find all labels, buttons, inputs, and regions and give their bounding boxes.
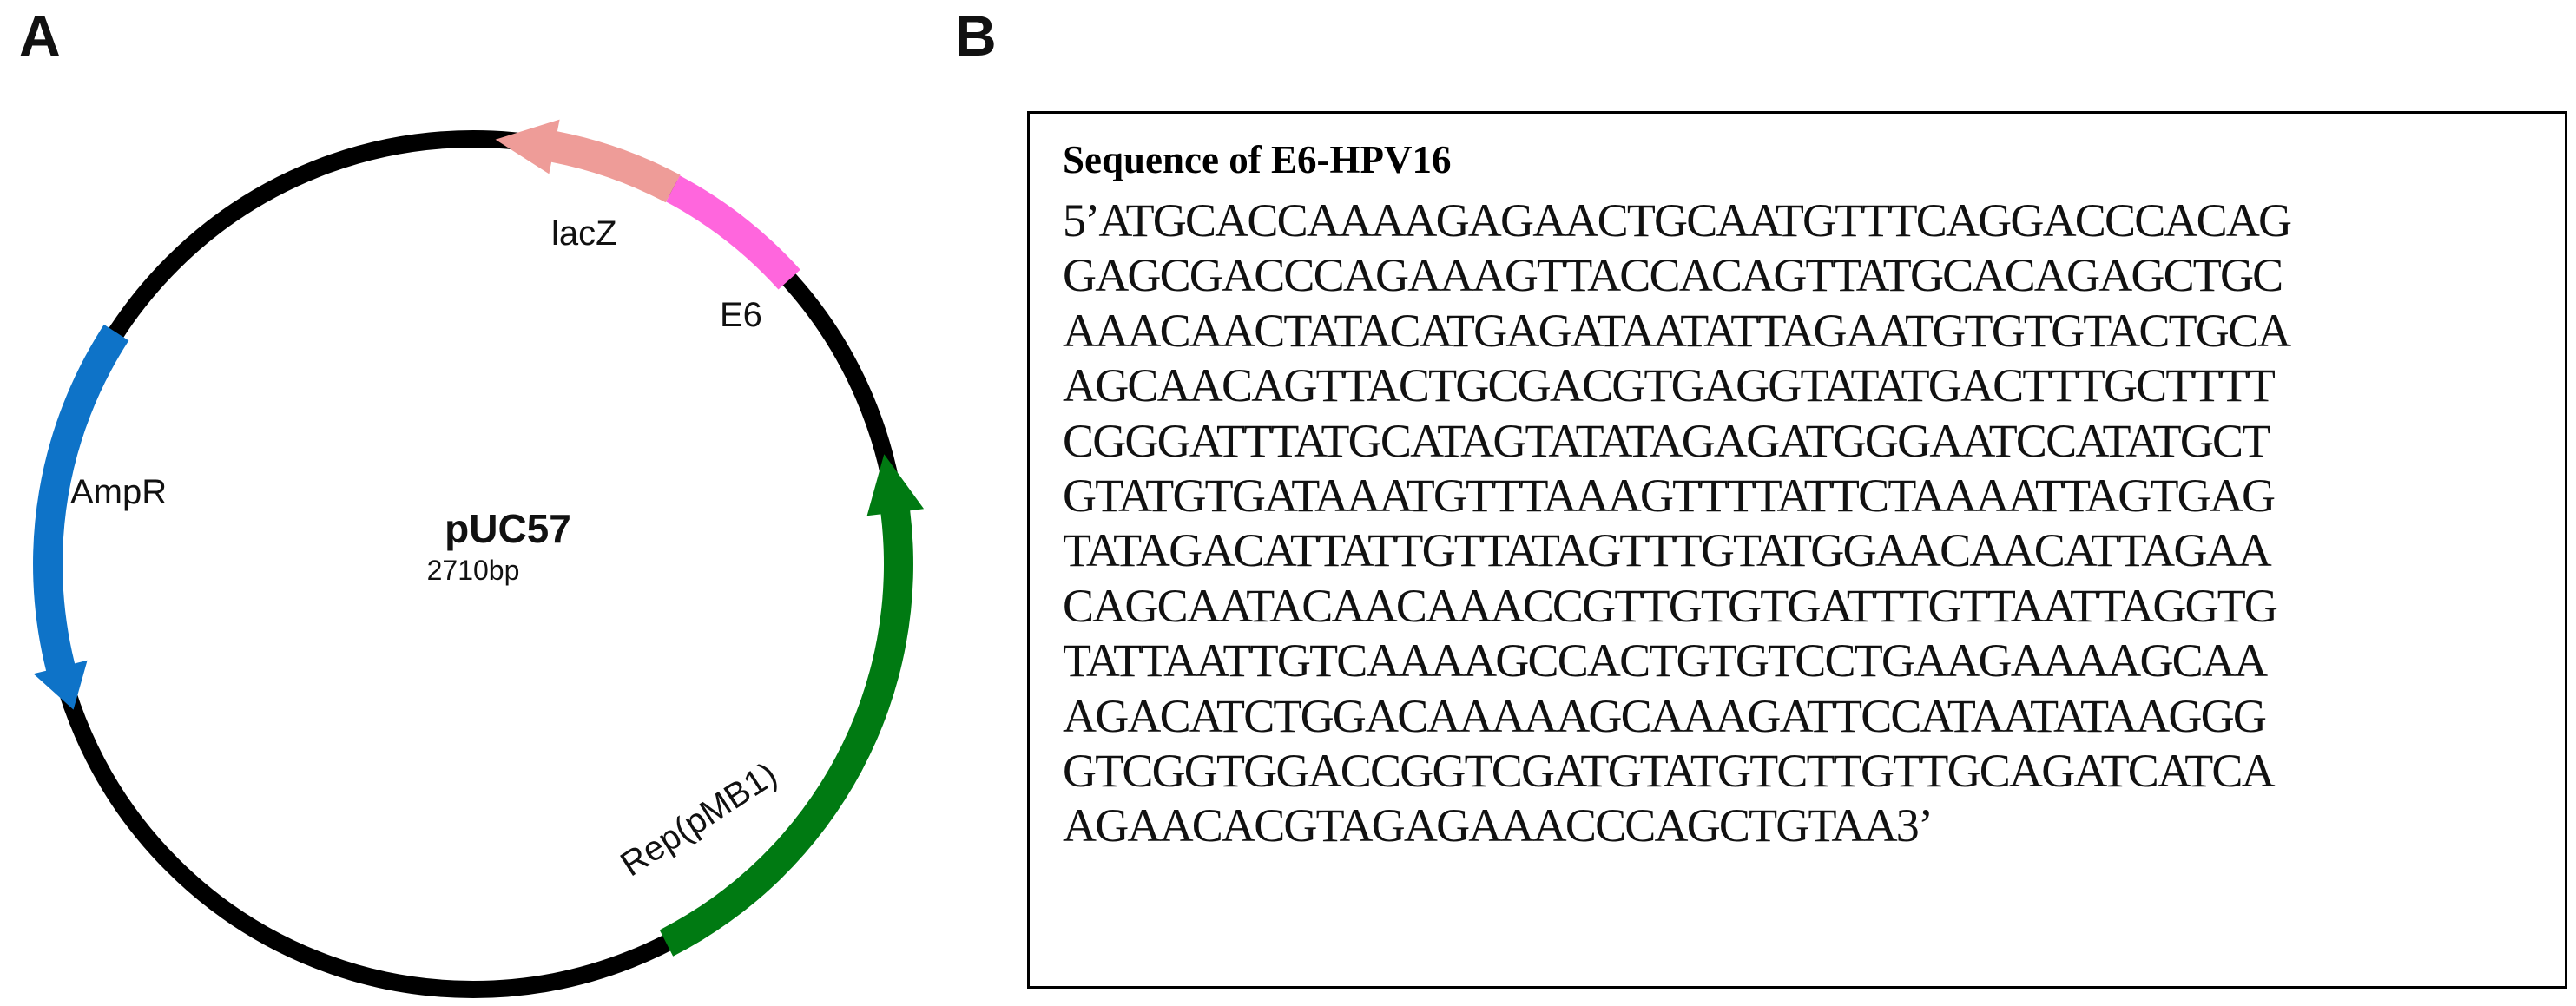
plasmid-map: pUC57 2710bp lacZ E6 AmpR Rep(pMB1) [33, 119, 925, 998]
sequence-line: GTCGGTGGACCGGTCGATGTATGTCTTGTTGCAGATCATC… [1063, 744, 2276, 797]
ampr-label: AmpR [70, 473, 167, 511]
rep-arrow [659, 454, 925, 957]
plasmid-size: 2710bp [427, 555, 520, 586]
e6-label: E6 [720, 296, 762, 334]
lacz-arrow [495, 119, 681, 203]
sequence-line: GTATGTGATAAATGTTTAAAGTTTTATTCTAAAATTAGTG… [1063, 469, 2276, 522]
sequence-line: CAGCAATACAACAAACCGTTGTGTGATTTGTTAATTAGGT… [1063, 579, 2278, 632]
sequence-text: 5’ATGCACCAAAAGAGAACTGCAATGTTTCAGGACCCACA… [1063, 194, 2292, 854]
ampr-arrow [33, 324, 129, 710]
panel-b-letter: B [955, 3, 997, 68]
sequence-line: AGACATCTGGACAAAAAGCAAAGATTCCATAATATAAGGG [1063, 689, 2267, 742]
sequence-line: TATTAATTGTCAAAAGCCACTGTGTCCTGAAGAAAAGCAA [1063, 635, 2268, 687]
sequence-line: TATAGACATTATTGTTATAGTTTGTATGGAACAACATTAG… [1063, 524, 2272, 577]
sequence-line: AGAACACGTAGAGAAACCCAGCTGTAA3’ [1063, 799, 1934, 852]
sequence-line: GAGCGACCCAGAAAGTTACCACAGTTATGCACAGAGCTGC [1063, 249, 2283, 302]
panel-a-letter: A [19, 3, 61, 68]
sequence-line: AAACAACTATACATGAGATAATATTAGAATGTGTGTACTG… [1063, 304, 2291, 357]
e6-insert [666, 175, 800, 290]
sequence-line: CGGGATTTATGCATAGTATATAGAGATGGGAATCCATATG… [1063, 414, 2270, 467]
sequence-line: AGCAACAGTTACTGCGACGTGAGGTATATGACTTTGCTTT… [1063, 359, 2276, 412]
plasmid-name: pUC57 [445, 506, 571, 551]
sequence-title: Sequence of E6-HPV16 [1063, 138, 1452, 181]
sequence-line: 5’ATGCACCAAAAGAGAACTGCAATGTTTCAGGACCCACA… [1063, 194, 2292, 247]
lacz-label: lacZ [551, 214, 617, 253]
sequence-box: Sequence of E6-HPV16 5’ATGCACCAAAAGAGAAC… [1027, 111, 2567, 989]
